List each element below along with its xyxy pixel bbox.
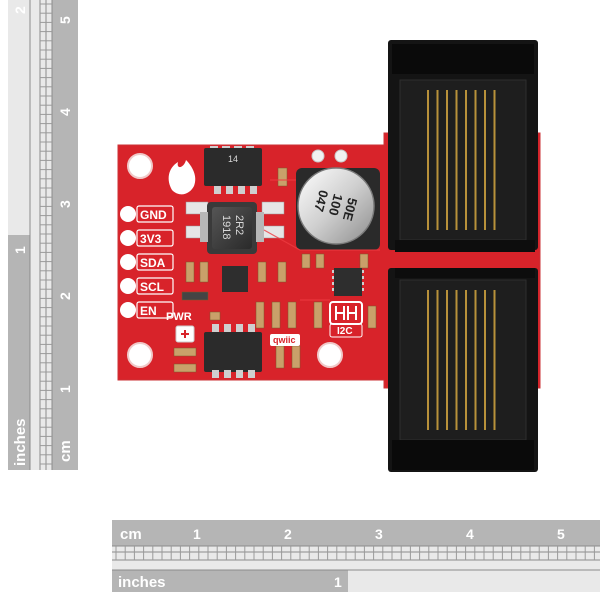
ic-marking: 14 xyxy=(228,154,238,164)
ruler-cm-tick-2: 2 xyxy=(57,292,73,300)
inductor-marking-line2: 1918 xyxy=(220,215,232,239)
ruler-inch-unit-label: inches xyxy=(12,418,29,466)
smd-components xyxy=(173,167,377,373)
mounting-hole xyxy=(317,342,343,368)
ruler-cm-tick-5: 5 xyxy=(57,16,73,24)
ruler-cm-tick-2: 2 xyxy=(284,526,292,542)
capacitor-marking-line1: 50E xyxy=(340,196,361,223)
horizontal-ruler: cm 1 2 3 4 5 inches 1 xyxy=(112,520,600,592)
bottom-ic-chip xyxy=(204,324,262,378)
ruler-cm-tick-1: 1 xyxy=(57,385,73,393)
ruler-cm-tick-4: 4 xyxy=(466,526,474,542)
ruler-cm-tick-3: 3 xyxy=(57,200,73,208)
sparkfun-flame-logo xyxy=(168,160,196,195)
ruler-cm-tick-3: 3 xyxy=(375,526,383,542)
ruler-inch-tick-2: 2 xyxy=(12,6,28,14)
ruler-cm-unit-label: cm xyxy=(57,440,74,462)
capacitor-marking-line2: 100 xyxy=(326,192,346,217)
ruler-cm-unit-label: cm xyxy=(120,526,142,543)
ruler-inch-tick-1: 1 xyxy=(334,574,342,590)
inductor: 2R2 1918 xyxy=(200,202,264,254)
rj45-connector-bottom xyxy=(388,268,538,472)
qwiic-label: qwiic xyxy=(273,335,296,345)
top-ic-chip: 14 xyxy=(204,146,262,194)
mounting-hole xyxy=(127,342,153,368)
ruler-cm-tick-1: 1 xyxy=(193,526,201,542)
electrolytic-capacitor: 50E 100 047 xyxy=(296,167,380,250)
inductor-marking-line1: 2R2 xyxy=(233,215,245,235)
middle-ic-chip xyxy=(222,266,364,296)
rj45-connector-top xyxy=(388,40,538,252)
pin-label-3v3: 3V3 xyxy=(140,232,162,246)
ruler-inch-tick-1: 1 xyxy=(12,246,28,254)
ruler-inch-unit-label: inches xyxy=(118,574,166,591)
vertical-ruler: cm 1 2 3 4 5 inches 1 2 xyxy=(8,0,78,470)
capacitor-marking-line3: 047 xyxy=(311,188,331,213)
pin-label-scl: SCL xyxy=(140,280,164,294)
pin-label-en: EN xyxy=(140,304,157,318)
pin-header: GND 3V3 SDA SCL EN xyxy=(120,205,174,319)
ruler-cm-tick-5: 5 xyxy=(557,526,565,542)
pin-label-gnd: GND xyxy=(140,208,167,222)
ruler-cm-tick-4: 4 xyxy=(57,108,73,116)
pin-label-sda: SDA xyxy=(140,256,166,270)
mounting-hole xyxy=(127,153,153,179)
i2c-label: I2C xyxy=(337,326,353,337)
pwr-label: PWR xyxy=(166,311,192,323)
